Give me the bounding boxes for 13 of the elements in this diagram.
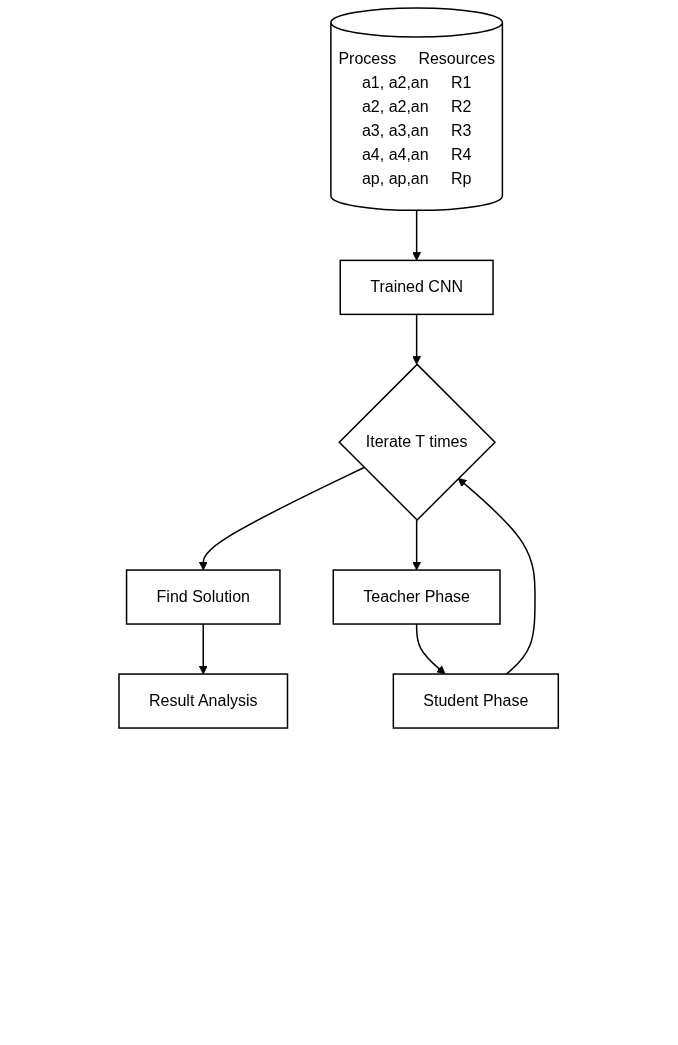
node-box: Find Solution <box>126 569 282 625</box>
node-box: Teacher Phase <box>332 569 502 625</box>
node-box: Result Analysis <box>118 673 289 729</box>
arrow <box>412 209 422 261</box>
arrow <box>412 313 422 365</box>
node-box: Student Phase <box>392 673 560 729</box>
node-diamond: Iterate T times <box>338 363 497 522</box>
arrow <box>199 623 208 675</box>
arrow <box>416 623 446 675</box>
arrow <box>412 519 422 571</box>
arrow <box>458 478 537 675</box>
node-box: Trained CNN <box>339 259 495 316</box>
arrow <box>199 466 366 571</box>
